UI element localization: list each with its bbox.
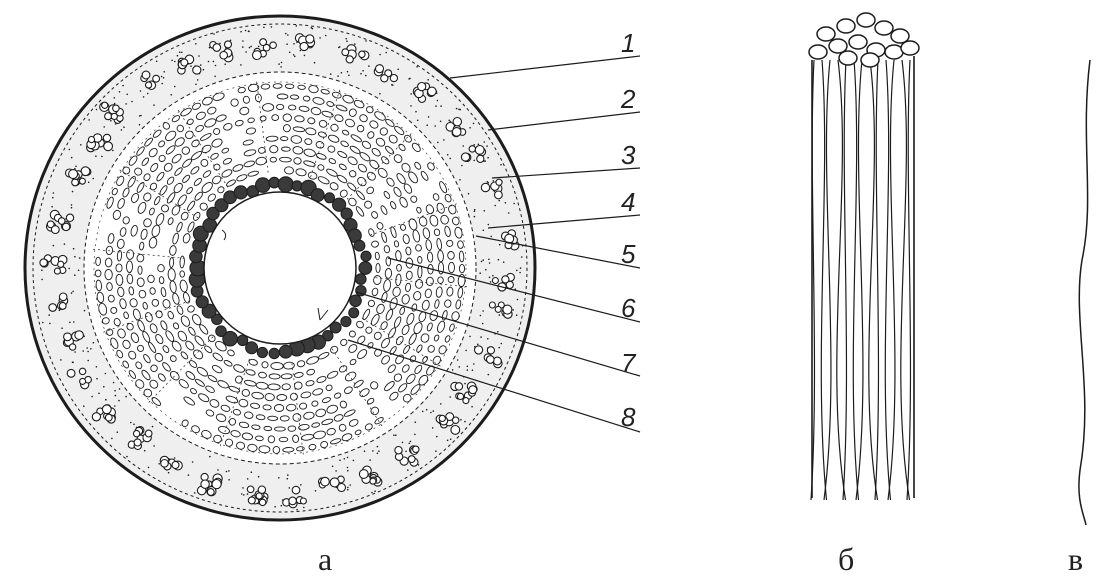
callout-label-4: 4 [621,189,635,215]
fiber-strand [821,60,826,500]
fiber-end [857,13,875,27]
fiber-end [861,53,879,67]
fiber-end [901,41,919,55]
leader-line-2 [488,112,640,130]
fiber-strand [885,60,890,500]
callout-label-8: 8 [621,404,635,430]
caption-c: в [1068,543,1083,575]
fiber-strand [853,60,858,500]
callout-label-1: 1 [621,30,635,56]
callout-label-6: 6 [621,295,635,321]
callout-label-3: 3 [621,142,635,168]
single-fiber-drawing [1079,60,1090,525]
leader-line-1 [450,56,640,78]
fiber-strand [875,60,878,500]
callout-label-5: 5 [621,241,635,267]
bundle-edge [812,56,914,498]
fiber-end [849,35,867,49]
fiber-bundle-drawing [809,13,919,500]
fiber-end [885,45,903,59]
fiber-end [817,27,835,41]
fiber-end [837,19,855,33]
caption-b: б [838,543,854,575]
callout-label-2: 2 [621,86,635,112]
callout-label-7: 7 [621,350,635,376]
stem-cross-section [25,16,535,520]
fiber-end [809,45,827,59]
caption-a: а [318,543,332,575]
fiber-end [839,51,857,65]
fiber-strand [843,60,846,500]
central-cavity [204,192,356,344]
fiber-strand [907,60,910,500]
single-fiber-line [1079,60,1090,525]
fiber-end [875,21,893,35]
